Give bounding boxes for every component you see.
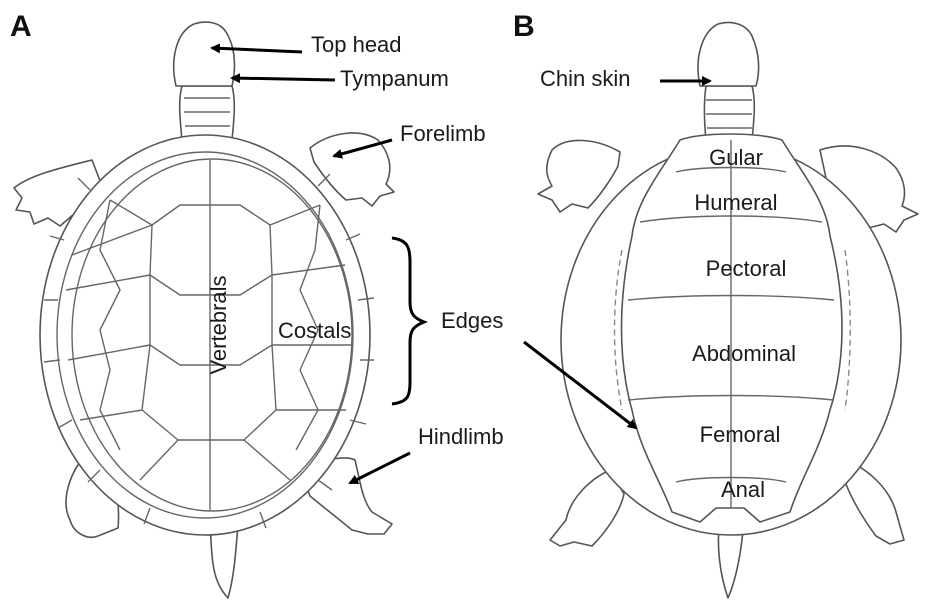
label-gular: Gular [709,145,763,170]
left-forelimb-b [538,140,620,212]
label-forelimb: Forelimb [400,121,486,146]
label-chin-skin: Chin skin [540,66,630,91]
panel-label-b: B [513,10,535,43]
label-pectoral: Pectoral [706,256,787,281]
label-costals: Costals [278,318,351,343]
label-tympanum: Tympanum [340,66,449,91]
edges-brace [392,238,424,404]
ventral-view-turtle [538,23,918,599]
label-top-head: Top head [311,32,402,57]
arrow-hindlimb [350,453,410,483]
label-femoral: Femoral [700,422,781,447]
label-edges: Edges [441,308,503,333]
label-vertebrals: Vertebrals [206,275,231,374]
head-b [698,23,759,87]
dorsal-view-turtle [14,22,394,598]
arrow-tympanum [232,78,335,80]
label-hindlimb: Hindlimb [418,424,504,449]
neck-b [705,86,755,140]
label-humeral: Humeral [694,190,777,215]
neck-a [180,86,235,140]
label-anal: Anal [721,477,765,502]
head-a [174,22,235,86]
panel-label-a: A [10,10,32,43]
label-abdominal: Abdominal [692,341,796,366]
